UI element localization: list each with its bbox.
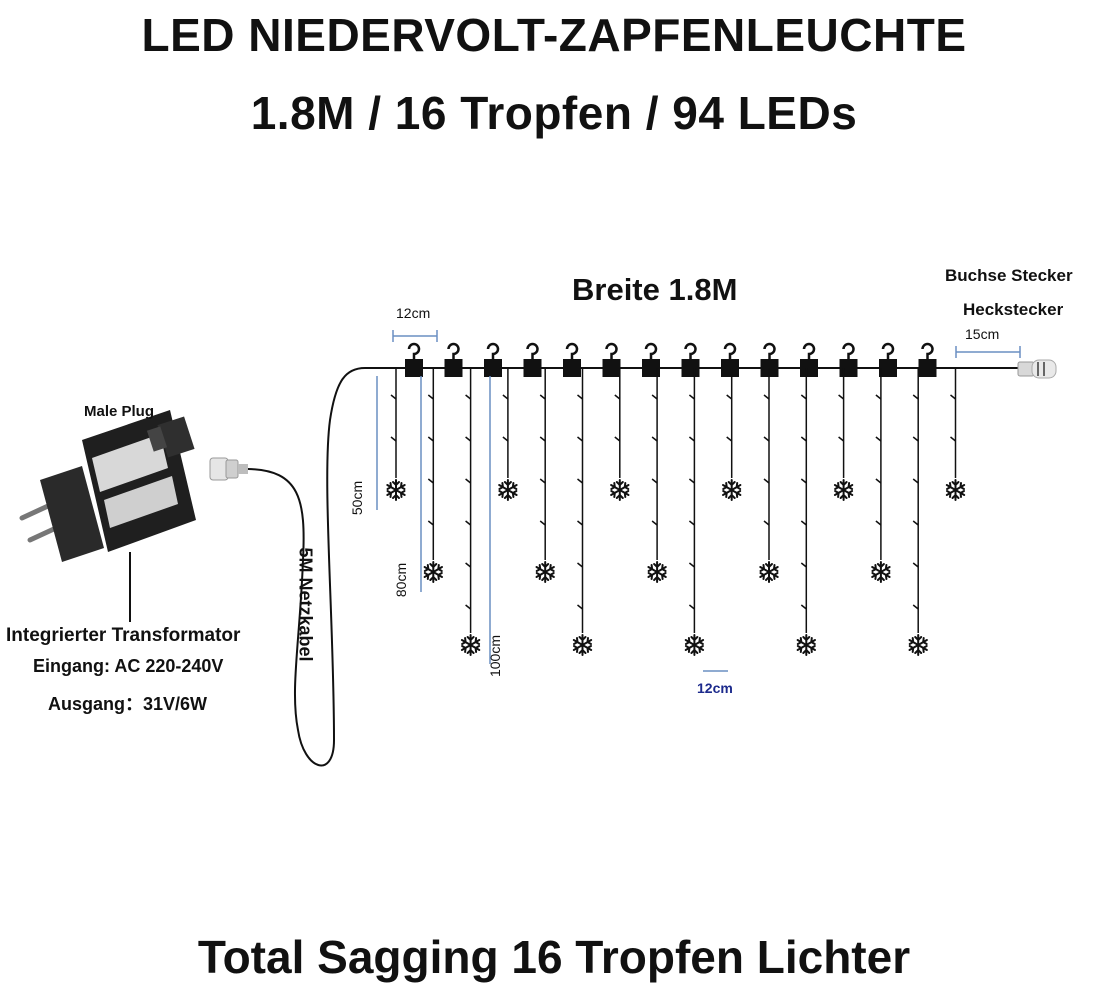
- hook-clip-icon: [405, 342, 423, 377]
- light-drop: [423, 368, 443, 583]
- light-drop: [386, 368, 406, 501]
- hook-clip-icon: [918, 342, 937, 377]
- socket-plug-label: Buchse Stecker: [945, 266, 1073, 285]
- light-drop: [572, 368, 593, 656]
- cable-label: 5M Netzkabel: [295, 547, 316, 662]
- snowflake-icon: [871, 561, 891, 583]
- snowflake-icon: [423, 561, 443, 583]
- snowflake-icon: [833, 479, 854, 501]
- drop-50-label: 50cm: [349, 480, 366, 516]
- snowflake-icon: [647, 561, 667, 583]
- drop-100-label: 100cm: [487, 634, 504, 678]
- light-drop: [871, 368, 891, 583]
- light-drop: [796, 368, 816, 656]
- drop-80-label: 80cm: [393, 562, 410, 598]
- spacing-top-label: 12cm: [396, 305, 431, 321]
- hook-clip-icon: [642, 342, 660, 377]
- transformer-label: Integrierter Transformator: [6, 625, 241, 646]
- snowflake-icon: [796, 634, 816, 656]
- snowflake-icon: [908, 634, 928, 656]
- light-drop: [647, 368, 667, 583]
- power-cable: [247, 367, 366, 767]
- hook-clip-icon: [721, 342, 739, 377]
- snowflake-icon: [610, 479, 630, 501]
- hook-clip-icon: [523, 342, 542, 377]
- dimension-lines: [376, 330, 1021, 672]
- snowflake-icon: [722, 479, 742, 501]
- light-drop: [460, 368, 481, 656]
- power-adapter-icon: [19, 410, 196, 562]
- hook-clip-icon: [484, 342, 502, 377]
- snowflake-icon: [684, 634, 705, 656]
- light-drop: [610, 368, 630, 501]
- snowflake-icon: [945, 479, 966, 501]
- snowflake-icon: [460, 634, 481, 656]
- socket-connector-icon: [209, 457, 248, 481]
- light-drop: [684, 368, 705, 656]
- hook-clip-icon: [879, 342, 897, 377]
- hook-clips: [405, 342, 937, 377]
- width-label: Breite 1.8M: [572, 272, 738, 307]
- tail-length-label: 15cm: [965, 326, 1000, 342]
- snowflake-icon: [386, 479, 406, 501]
- rear-plug-label: Heckstecker: [963, 300, 1064, 319]
- rear-plug-icon: [1017, 359, 1057, 379]
- light-drop: [535, 368, 555, 583]
- output-label: Ausgang：31V/6W: [48, 694, 208, 714]
- light-drops: [386, 368, 966, 656]
- input-label: Eingang: AC 220-240V: [33, 656, 224, 676]
- hook-clip-icon: [800, 342, 818, 377]
- hook-clip-icon: [839, 342, 858, 377]
- light-drop: [908, 368, 928, 656]
- spacing-bottom-label: 12cm: [697, 680, 733, 696]
- light-drop: [498, 368, 518, 501]
- snowflake-icon: [572, 634, 593, 656]
- footer-title: Total Sagging 16 Tropfen Lichter: [197, 931, 911, 983]
- male-plug-label: Male Plug: [84, 403, 155, 420]
- snowflake-icon: [759, 561, 779, 583]
- hook-clip-icon: [602, 342, 621, 377]
- snowflake-icon: [535, 561, 555, 583]
- hook-clip-icon: [563, 342, 581, 377]
- hook-clip-icon: [681, 342, 700, 377]
- light-drop: [759, 368, 779, 583]
- title-line-1: LED NIEDERVOLT-ZAPFENLEUCHTE: [141, 9, 967, 61]
- hook-clip-icon: [444, 342, 463, 377]
- light-drop: [945, 368, 966, 501]
- snowflake-icon: [498, 479, 518, 501]
- title-line-2: 1.8M / 16 Tropfen / 94 LEDs: [250, 87, 858, 139]
- light-drop: [722, 368, 742, 501]
- light-drop: [833, 368, 854, 501]
